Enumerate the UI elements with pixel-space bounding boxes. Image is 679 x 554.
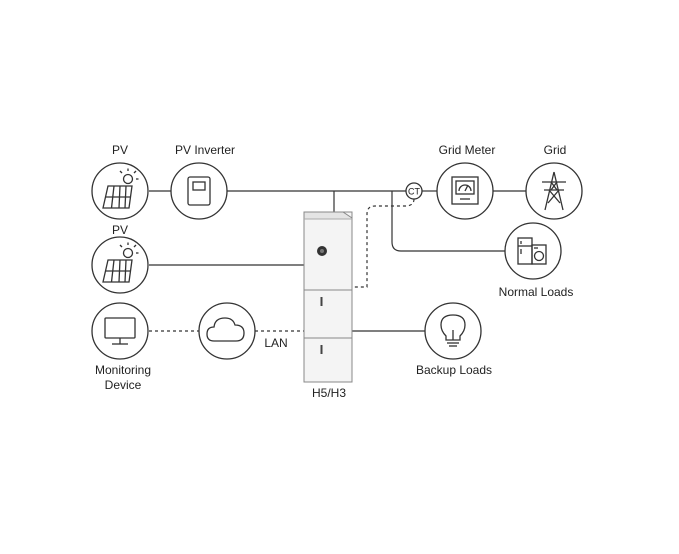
monitoring-device-node: [91, 302, 149, 360]
cloud-node: [198, 302, 256, 360]
normal-loads-node: [504, 222, 562, 280]
pv-mid-node: [91, 236, 149, 294]
grid-node: [525, 162, 583, 220]
ct-label: CT: [408, 187, 420, 197]
grid-meter-node: [436, 162, 494, 220]
pv-inverter-node: [170, 162, 228, 220]
battery-module-1: [303, 289, 353, 339]
backup-loads-node: [424, 302, 482, 360]
inverter-icon: [187, 176, 211, 206]
monitoring-device-label-line1: Monitoring: [94, 363, 152, 377]
inverter-module: [303, 211, 353, 291]
inverter-top-bevel: [303, 211, 353, 220]
pv-top-node: [91, 162, 149, 220]
system-label: H5/H3: [311, 386, 347, 400]
battery-module-2: [303, 337, 353, 383]
solar-panel-icon: [102, 168, 139, 209]
backup-loads-label: Backup Loads: [415, 363, 493, 377]
appliance-icon: [517, 237, 547, 265]
transmission-tower-icon: [542, 171, 566, 211]
ct-node: CT: [405, 182, 423, 200]
cloud-icon: [206, 317, 245, 342]
h5-h3-system: [303, 211, 353, 383]
pv-mid-label: PV: [111, 223, 129, 237]
grid-meter-label: Grid Meter: [438, 143, 496, 157]
lan-label: LAN: [264, 336, 288, 350]
grid-label: Grid: [543, 143, 567, 157]
solar-panel-icon: [102, 242, 139, 283]
ct-signal-line: [352, 198, 415, 288]
meter-icon: [451, 176, 479, 205]
monitor-icon: [104, 317, 136, 345]
battery-module-2-led: [320, 345, 323, 354]
pv-inverter-label: PV Inverter: [174, 143, 236, 157]
normal-loads-label: Normal Loads: [498, 285, 574, 299]
normal-loads-branch-line: [391, 191, 505, 252]
battery-module-1-led: [320, 297, 323, 306]
pv-top-label: PV: [111, 143, 129, 157]
ct-clamp-icon: [405, 182, 423, 200]
monitoring-device-label-line2: Device: [104, 378, 142, 392]
lightbulb-icon: [440, 314, 466, 347]
